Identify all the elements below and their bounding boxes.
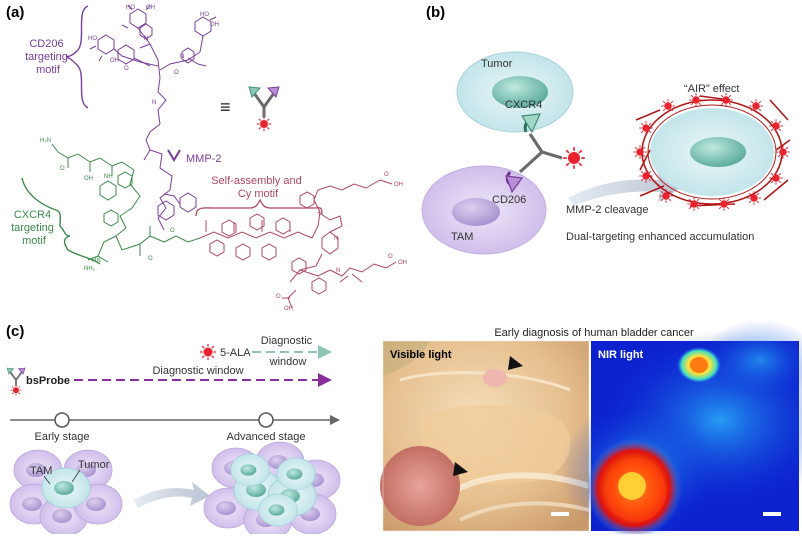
early-stage-marker [54, 412, 70, 428]
panel-a-label: (a) [6, 4, 24, 21]
accumulation-label: Dual-targeting enhanced accumulation [566, 231, 754, 243]
timeline-arrowhead [330, 415, 340, 425]
self-assembly-label: Self-assembly and Cy motif [211, 175, 305, 200]
cxcr4-atom-labels: H₂N OH O NH HN NH₂ O O [40, 138, 175, 272]
cy-dye-structure [199, 179, 397, 309]
panel-c-label: (c) [6, 323, 24, 340]
ala-label: 5-ALA [220, 347, 251, 359]
panel-b-label: (b) [426, 4, 445, 21]
svg-text:HO: HO [88, 36, 97, 42]
air-tumor-nucleus [690, 137, 746, 167]
svg-text:O: O [148, 256, 153, 262]
nir-light-label: NIR light [598, 349, 644, 361]
svg-text:O: O [60, 166, 65, 172]
svg-text:OH: OH [84, 176, 93, 182]
advanced-stage-marker [258, 412, 274, 428]
tumor-nucleus [492, 76, 548, 108]
visible-light-label: Visible light [390, 349, 452, 361]
panel-b: (b) Tumor CXCR4 TAM CD206 MMP-2 cleavage [421, 4, 791, 255]
self-assembly-bracket [195, 198, 323, 217]
cd206-bracket [65, 5, 89, 109]
cleavage-arrow [568, 170, 684, 206]
cleavage-label: MMP-2 cleavage [566, 204, 649, 216]
svg-text:N: N [144, 36, 148, 42]
svg-text:OH: OH [210, 22, 219, 28]
bsprobe-icon [6, 367, 26, 397]
svg-text:O: O [124, 66, 129, 72]
panel-c: (c) 5-ALA Diagnostic window bsProbe Diag… [6, 320, 802, 539]
svg-text:OH: OH [146, 5, 155, 11]
ala-window-arrowhead [318, 345, 332, 359]
panel-a: (a) CD206 targeting motif HO O [6, 4, 407, 312]
svg-text:N: N [334, 236, 338, 242]
cxcr4-receptor [520, 113, 541, 134]
svg-text:HO: HO [126, 5, 135, 11]
tumor-pointer [71, 469, 81, 483]
cd206-receptor-label: CD206 [492, 194, 526, 206]
bsprobe-window-label: Diagnostic window [152, 365, 243, 377]
svg-text:O: O [388, 254, 393, 260]
cxcr4-bracket [21, 177, 101, 265]
early-stage-label: Early stage [34, 431, 89, 443]
svg-text:N: N [152, 100, 156, 106]
svg-text:OH: OH [398, 260, 407, 266]
cluster-tumor-label: Tumor [78, 459, 110, 471]
svg-text:OH: OH [110, 58, 119, 64]
nir-light-photo: NIR light [560, 320, 802, 539]
mmp2-cleavage-mark [167, 149, 181, 162]
svg-text:HO: HO [200, 12, 209, 18]
tam-nucleus [452, 198, 500, 226]
svg-text:O: O [276, 294, 281, 300]
mannose-cluster-structure [89, 4, 217, 191]
peptide-backbone-purple [157, 189, 197, 231]
tam-pointer [43, 475, 51, 485]
ala-window-label: Diagnostic window [261, 335, 315, 368]
progression-arrow [134, 482, 210, 508]
svg-text:HN: HN [92, 258, 101, 264]
cd206-motif-label: CD206 targeting motif [25, 38, 71, 76]
cluster-tam-label: TAM [30, 465, 52, 477]
svg-text:NH₂: NH₂ [84, 266, 96, 272]
mmp2-label: MMP-2 [186, 153, 221, 165]
svg-text:N: N [180, 54, 184, 60]
svg-text:O: O [384, 172, 389, 178]
visible-light-photo: Visible light [380, 340, 590, 532]
tam-label: TAM [451, 231, 473, 243]
bsprobe-window-arrowhead [318, 373, 332, 387]
svg-text:OH: OH [394, 182, 403, 188]
svg-text:NH: NH [104, 174, 113, 180]
svg-text:O: O [170, 228, 175, 234]
advanced-stage-cluster [203, 441, 341, 539]
equivalence-sign: ≡ [220, 97, 231, 117]
advanced-stage-label: Advanced stage [227, 431, 306, 443]
bsprobe-label: bsProbe [26, 375, 70, 387]
tumor-label: Tumor [481, 58, 513, 70]
cy-atom-labels: OHO OHO NN OHO [276, 172, 407, 312]
ala-icon [199, 343, 217, 361]
svg-text:O: O [174, 70, 179, 76]
bsprobe-bound [518, 133, 586, 174]
cxcr4-motif-label: CXCR4 targeting motif [11, 209, 57, 247]
cxcr4-receptor-label: CXCR4 [505, 99, 542, 111]
cd206-receptor [505, 171, 524, 194]
svg-text:H₂N: H₂N [40, 138, 51, 144]
air-effect-label: “AIR” effect [684, 83, 739, 95]
svg-text:N: N [336, 268, 340, 274]
cxcr4-peptide-structure [51, 143, 201, 263]
svg-text:OH: OH [284, 306, 293, 312]
photo-title: Early diagnosis of human bladder cancer [494, 327, 694, 339]
probe-icon [247, 85, 281, 132]
